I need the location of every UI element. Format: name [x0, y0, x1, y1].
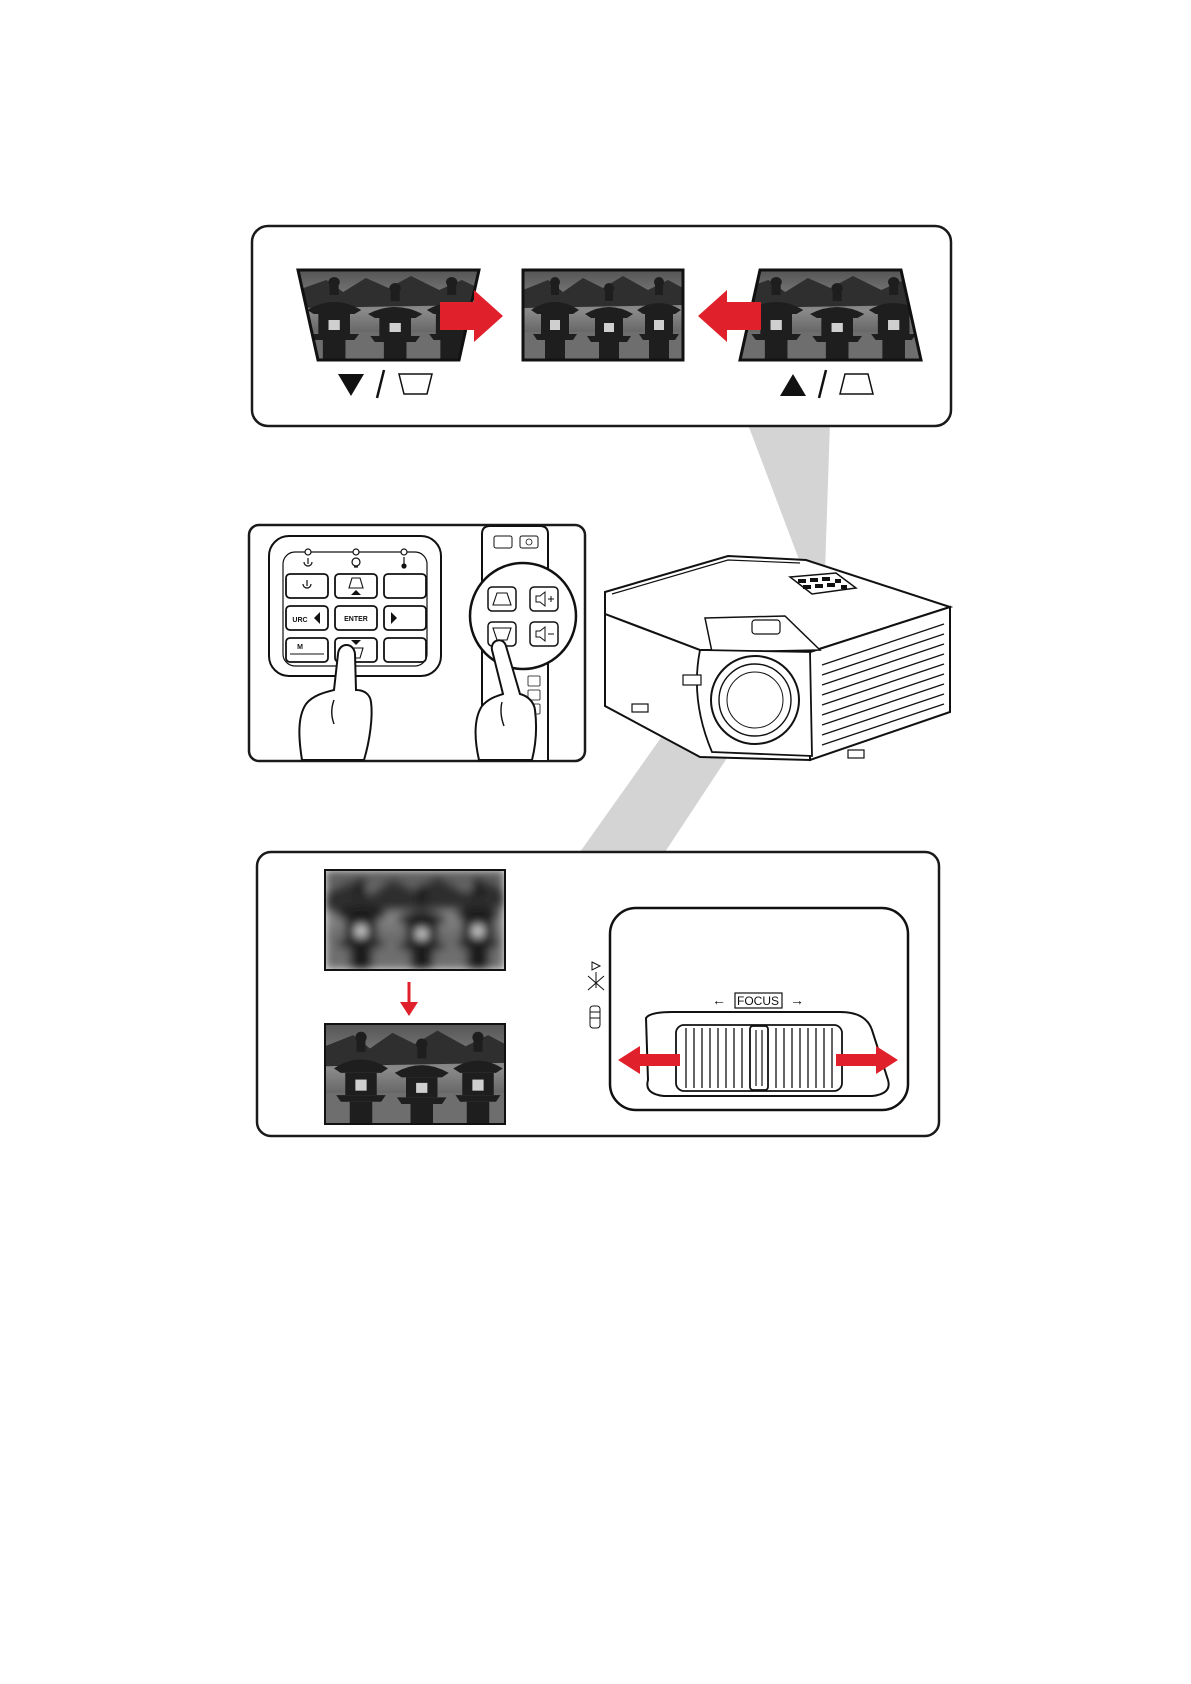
remote-volume-down-button[interactable]: [530, 622, 558, 646]
keypad-menu-button[interactable]: M: [286, 638, 328, 662]
urc-label: URC: [292, 617, 307, 624]
remote-keystone-up-button[interactable]: [488, 587, 516, 611]
remote-volume-up-button[interactable]: [530, 587, 558, 611]
remote-source-button[interactable]: [494, 536, 512, 548]
keypad-urc-left-button[interactable]: URC: [286, 606, 328, 630]
focus-image-sharp: [325, 1024, 505, 1124]
menu-label: M: [297, 644, 303, 651]
projector: [605, 556, 950, 760]
focus-label-group: ← FOCUS →: [712, 992, 804, 1008]
keypad-keystone-up-button[interactable]: [335, 574, 377, 598]
focus-image-blurred: [325, 870, 505, 970]
focus-right-arrow: →: [790, 992, 804, 1008]
remote-power-button[interactable]: [520, 536, 538, 548]
keypad-blank-button-1[interactable]: [384, 574, 426, 598]
enter-label: ENTER: [344, 616, 368, 623]
focus-left-arrow: ←: [712, 992, 726, 1008]
keypad-blank-button-2[interactable]: [384, 638, 426, 662]
keypad-right-button[interactable]: [384, 606, 426, 630]
focus-ring-closeup: ← FOCUS →: [610, 908, 908, 1110]
focus-ring[interactable]: [676, 1025, 842, 1091]
focus-label: FOCUS: [737, 994, 779, 1008]
keypad-power-button[interactable]: [286, 574, 328, 598]
keystone-image-corrected: [523, 270, 683, 360]
keypad-enter-button[interactable]: ENTER: [335, 606, 377, 630]
keystone-image-wide-bottom: [740, 270, 921, 360]
upper-light-beam: [747, 422, 830, 578]
